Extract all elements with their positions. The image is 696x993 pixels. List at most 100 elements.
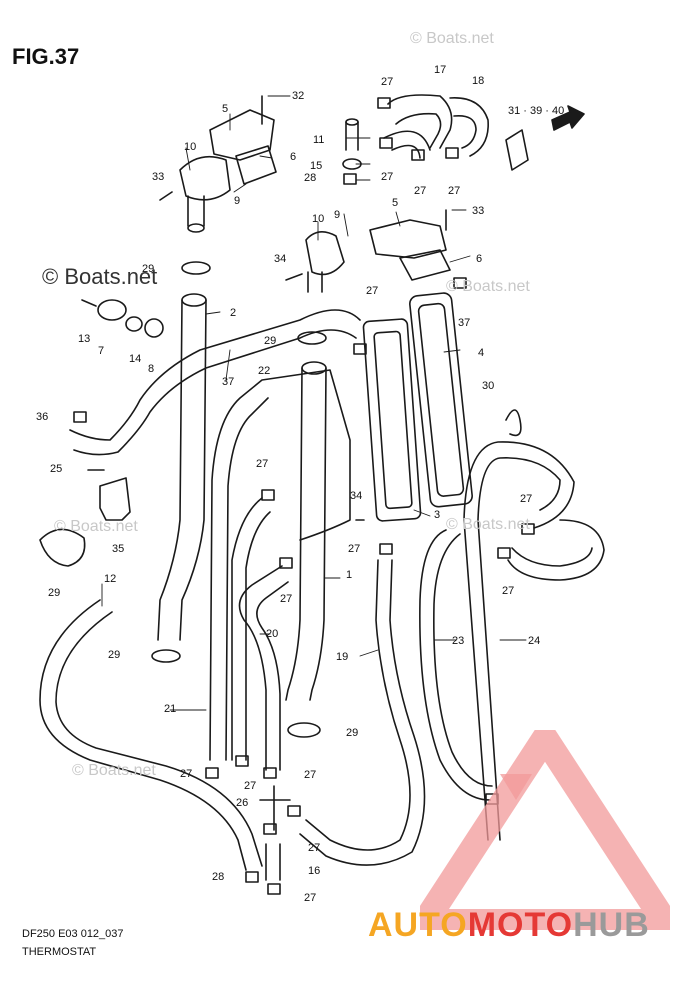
clamp-27-8	[379, 543, 393, 555]
callout-27: 27	[280, 593, 292, 605]
callout-5: 5	[392, 197, 398, 209]
housing-10-left	[179, 155, 231, 201]
callout-37: 37	[222, 376, 234, 388]
callout-34: 34	[350, 490, 362, 502]
callout-27: 27	[304, 892, 316, 904]
callout-36: 36	[36, 411, 48, 423]
hose-22	[209, 369, 351, 761]
gasket-4	[409, 292, 473, 508]
clamp-27-5	[353, 343, 367, 355]
clamp-28-1	[343, 173, 357, 185]
hose-17	[387, 94, 453, 149]
watermark: © Boats.net	[410, 30, 494, 47]
callout-27: 27	[381, 171, 393, 183]
clamp-27-14	[287, 805, 301, 817]
figure-code: DF250 E03 012_037	[22, 928, 124, 940]
watermark: © Boats.net	[54, 518, 138, 535]
brand-part-moto: MOTO	[467, 906, 574, 944]
tee-26	[259, 785, 291, 831]
callout-25: 25	[50, 463, 62, 475]
callout-27: 27	[256, 458, 268, 470]
callout-27: 27	[304, 769, 316, 781]
housing-5-right	[369, 219, 447, 259]
clamp-27-9	[521, 523, 535, 535]
gasket-6-right	[399, 249, 451, 281]
plate-3	[362, 318, 422, 522]
callout-28: 28	[304, 172, 316, 184]
callout-20: 20	[266, 628, 278, 640]
clamp-27-2	[379, 137, 393, 149]
brand-logo: AUTOMOTOHUB	[368, 906, 650, 945]
clamp-27-6	[261, 489, 275, 501]
callout-31-39-40: 31 · 39 · 40	[508, 105, 564, 117]
brand-triangle-logo	[420, 730, 670, 930]
fitting-11	[345, 121, 359, 151]
clamp-32	[505, 129, 529, 171]
callout-34: 34	[274, 253, 286, 265]
clamp-37-1	[453, 277, 467, 289]
callout-26: 26	[236, 797, 248, 809]
callout-37: 37	[458, 317, 470, 329]
callout-10: 10	[184, 141, 196, 153]
callout-27: 27	[448, 185, 460, 197]
callout-27: 27	[348, 543, 360, 555]
callout-2: 2	[230, 307, 236, 319]
hose-20	[238, 565, 289, 771]
hose-16	[265, 843, 281, 881]
callout-13: 13	[78, 333, 90, 345]
hose-23	[419, 529, 493, 801]
callout-23: 23	[452, 635, 464, 647]
callout-6: 6	[476, 253, 482, 265]
brand-part-hub: HUB	[573, 906, 650, 944]
valve-7	[97, 299, 127, 321]
clamp-27-3	[411, 149, 425, 161]
callout-6: 6	[290, 151, 296, 163]
clamp-27-12	[235, 755, 249, 767]
callout-11: 11	[313, 134, 324, 146]
callout-24: 24	[528, 635, 540, 647]
callout-33: 33	[152, 171, 164, 183]
callout-10: 10	[312, 213, 324, 225]
callout-27: 27	[520, 493, 532, 505]
callout-1: 1	[346, 569, 352, 581]
callout-27: 27	[502, 585, 514, 597]
watermark: © Boats.net	[72, 762, 156, 779]
hose-24-branch	[507, 519, 605, 581]
clamp-29-a	[181, 261, 211, 275]
watermark: © Boats.net	[446, 278, 530, 295]
bolt-13	[81, 299, 97, 307]
callout-32: 32	[292, 90, 304, 102]
figure-name: THERMOSTAT	[22, 946, 97, 958]
callout-18: 18	[472, 75, 484, 87]
hose-12	[39, 599, 263, 871]
callout-27: 27	[244, 780, 256, 792]
gasket-6-left	[235, 145, 277, 185]
clamp-27-16	[267, 883, 281, 895]
callout-15: 15	[310, 160, 322, 172]
figure-title: FIG.37	[12, 44, 80, 69]
clamp-28-2	[245, 871, 259, 883]
callout-14: 14	[129, 353, 141, 365]
clamp-27-4	[445, 147, 459, 159]
callout-21: 21	[164, 703, 176, 715]
watermark: © Boats.net	[446, 516, 530, 533]
callout-29: 29	[48, 587, 60, 599]
callout-29: 29	[346, 727, 358, 739]
clamp-29-b	[297, 331, 327, 345]
housing-5-left	[209, 109, 275, 161]
callout-33: 33	[472, 205, 484, 217]
callout-27: 27	[366, 285, 378, 297]
hose-17-lower	[383, 130, 431, 159]
fwd-arrow-icon	[551, 105, 585, 131]
callout-5: 5	[222, 103, 228, 115]
brand-part-auto: AUTO	[368, 906, 468, 944]
housing-10-right	[305, 231, 345, 276]
callout-12: 12	[104, 573, 116, 585]
clamp-27-10	[497, 547, 511, 559]
callout-27: 27	[180, 768, 192, 780]
callout-22: 22	[258, 365, 270, 377]
clamp-27-13	[263, 767, 277, 779]
callout-9: 9	[334, 209, 340, 221]
